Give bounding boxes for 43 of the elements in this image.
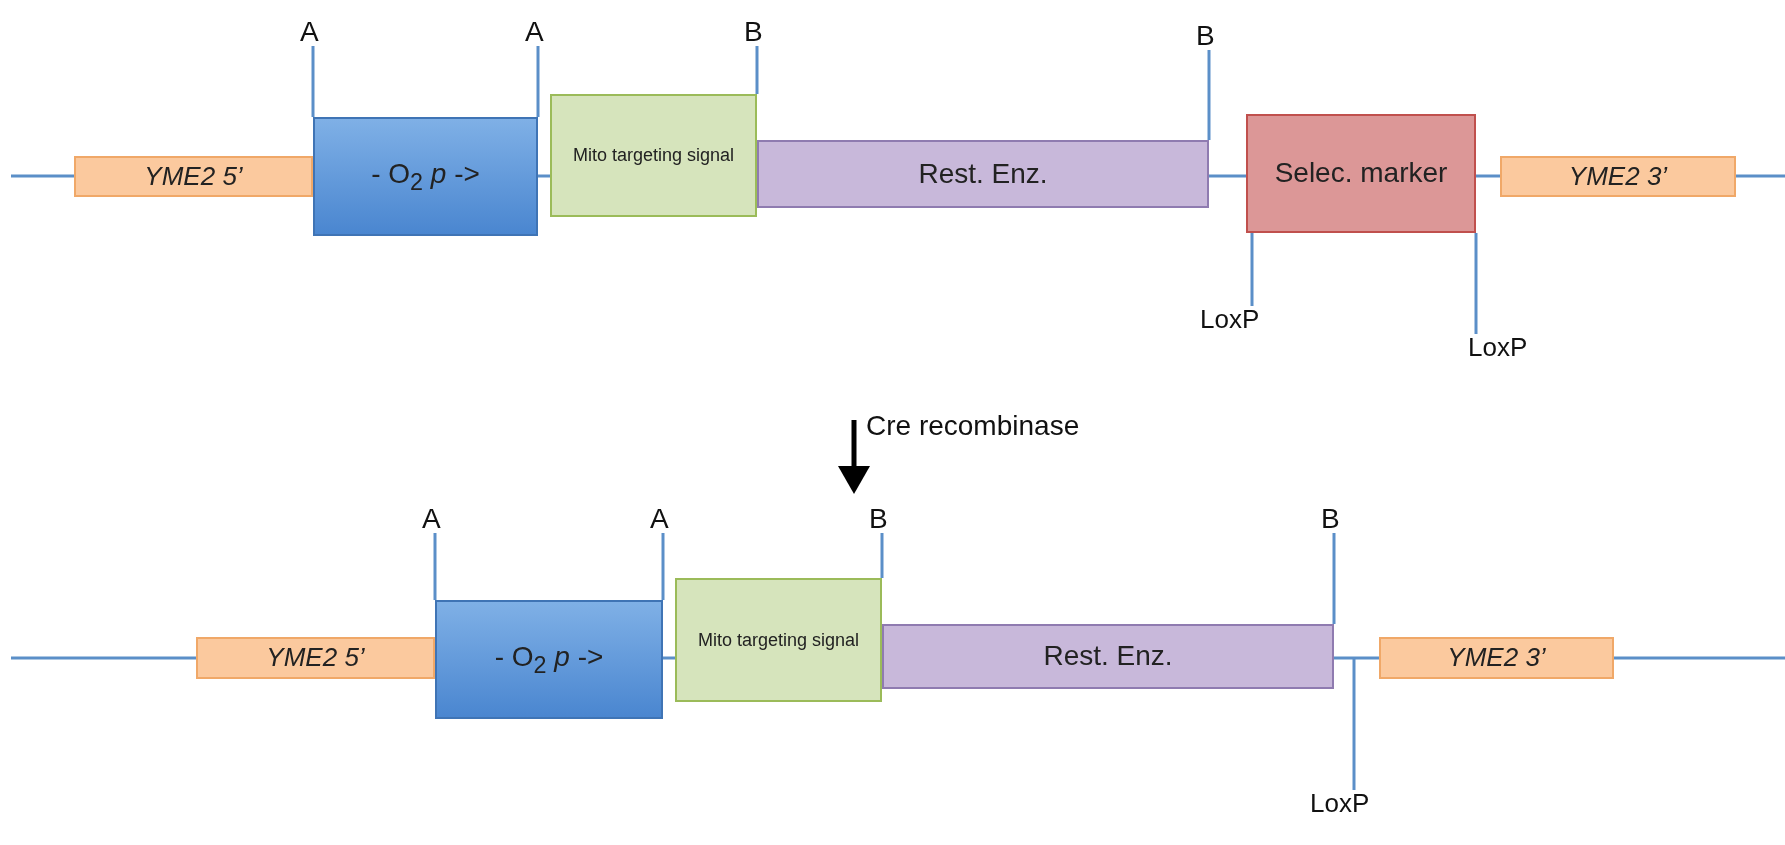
leader-line xyxy=(661,533,665,600)
restriction-site-label: A xyxy=(422,505,441,533)
homology-arm-box: YME2 3’ xyxy=(1379,637,1614,679)
restriction-site-label: A xyxy=(300,18,319,46)
dna-backbone-line xyxy=(11,174,74,178)
targeting-signal-box: Mito targeting signal xyxy=(675,578,882,702)
enzyme-gene-box: Rest. Enz. xyxy=(757,140,1209,208)
leader-line xyxy=(1352,657,1356,790)
promoter-box: - O$_{2}$ p -> xyxy=(313,117,538,236)
dna-backbone-line xyxy=(1736,174,1785,178)
marker-gene-box: Selec. marker xyxy=(1246,114,1476,233)
step-label: Cre recombinase xyxy=(866,412,1080,440)
enzyme-gene-box: Rest. Enz. xyxy=(882,624,1334,689)
restriction-site-label: B xyxy=(1196,22,1215,50)
leader-line xyxy=(1250,233,1254,306)
promoter-box: - O$_{2}$ p -> xyxy=(435,600,663,719)
homology-arm-box: YME2 5’ xyxy=(196,637,435,679)
restriction-site-label: A xyxy=(650,505,669,533)
leader-line xyxy=(536,46,540,117)
homology-arm-box: YME2 5’ xyxy=(74,156,313,197)
restriction-site-label: B xyxy=(744,18,763,46)
site-label: LoxP xyxy=(1310,790,1370,816)
leader-line xyxy=(1207,50,1211,140)
dna-backbone-line xyxy=(1614,656,1785,660)
dna-backbone-line xyxy=(11,656,196,660)
leader-line xyxy=(1474,233,1478,334)
targeting-signal-box: Mito targeting signal xyxy=(550,94,757,217)
dna-backbone-line xyxy=(1209,174,1246,178)
leader-line xyxy=(433,533,437,600)
leader-line xyxy=(880,533,884,578)
leader-line xyxy=(755,46,759,94)
site-label: LoxP xyxy=(1200,306,1260,332)
restriction-site-label: A xyxy=(525,18,544,46)
dna-backbone-line xyxy=(1334,656,1379,660)
leader-line xyxy=(311,46,315,117)
leader-line xyxy=(1332,533,1336,624)
restriction-site-label: B xyxy=(1321,505,1340,533)
restriction-site-label: B xyxy=(869,505,888,533)
site-label: LoxP xyxy=(1468,334,1528,360)
dna-backbone-line xyxy=(538,174,550,178)
dna-backbone-line xyxy=(663,656,675,660)
homology-arm-box: YME2 3’ xyxy=(1500,156,1736,197)
dna-backbone-line xyxy=(1476,174,1500,178)
